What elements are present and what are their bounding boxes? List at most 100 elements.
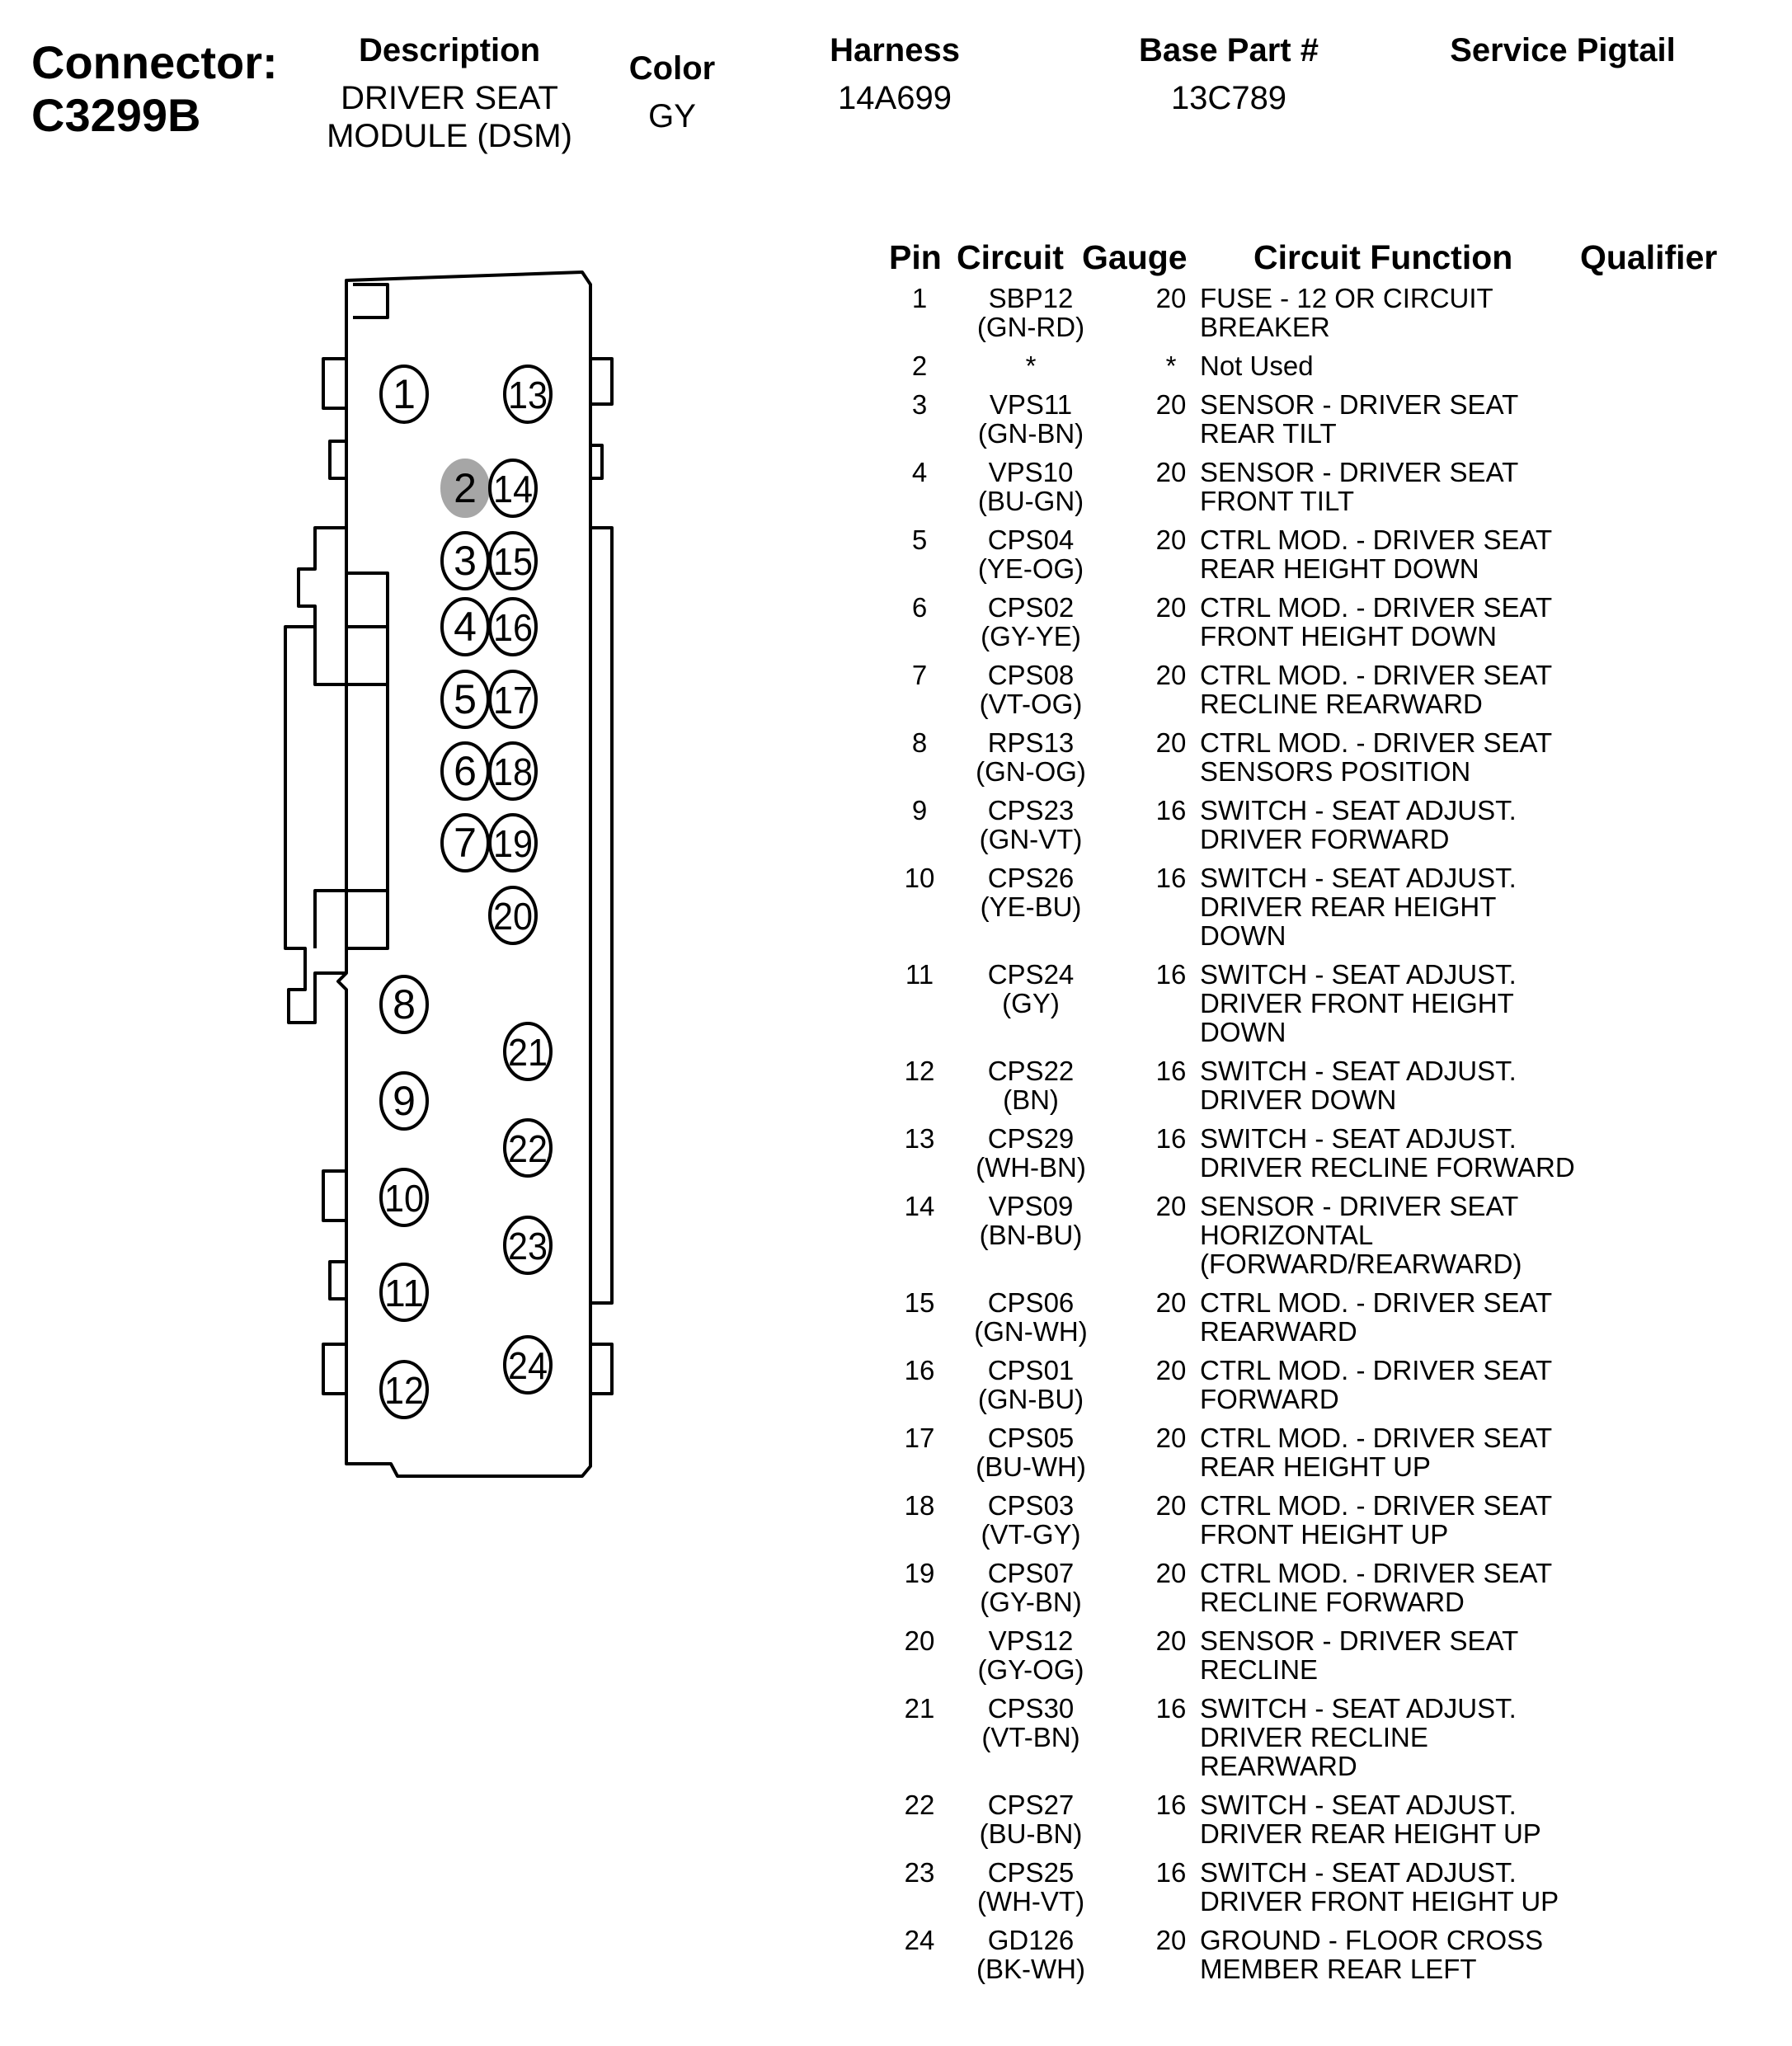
circuit-color: (GN-WH) xyxy=(974,1316,1088,1347)
pin-number: 14 xyxy=(904,1191,935,1221)
pin-label-19: 19 xyxy=(493,822,533,865)
pin-cavity-8 xyxy=(379,975,429,1034)
gauge-cell: 20 xyxy=(1155,283,1187,313)
pin-number: 1 xyxy=(911,283,928,313)
circuit-color: (GY-OG) xyxy=(977,1654,1084,1685)
function-line: SWITCH - SEAT ADJUST. xyxy=(1200,795,1517,825)
pin-label-17: 17 xyxy=(493,679,533,722)
gauge-cell: 20 xyxy=(1155,1925,1187,1955)
gauge-cell: 16 xyxy=(1155,1857,1187,1888)
pin-label-18: 18 xyxy=(493,750,533,793)
pin-number: 10 xyxy=(904,863,935,893)
pin-label-8: 8 xyxy=(393,981,416,1028)
function-line: FRONT HEIGHT UP xyxy=(1200,1519,1449,1550)
pin-number: 5 xyxy=(911,524,928,555)
pin-number: 2 xyxy=(911,350,928,381)
function-line: Not Used xyxy=(1200,350,1314,381)
pin-number: 17 xyxy=(904,1423,935,1453)
function-line: DRIVER FORWARD xyxy=(1200,824,1450,854)
circuit-code: CPS07 xyxy=(987,1558,1075,1588)
circuit-color: (GN-RD) xyxy=(976,312,1085,342)
circuit-color: (YE-OG) xyxy=(977,553,1084,584)
function-line: SWITCH - SEAT ADJUST. xyxy=(1200,959,1517,990)
circuit-code: CPS23 xyxy=(987,795,1075,825)
function-line: (FORWARD/REARWARD) xyxy=(1200,1249,1522,1279)
pin-number: 20 xyxy=(904,1625,935,1656)
function-line: SENSOR - DRIVER SEAT xyxy=(1200,457,1519,487)
function-line: DRIVER FRONT HEIGHT xyxy=(1200,988,1514,1018)
pin-label-5: 5 xyxy=(454,676,477,722)
pin-number: 3 xyxy=(911,389,928,420)
circuit-code: CPS27 xyxy=(987,1790,1075,1820)
function-line: SWITCH - SEAT ADJUST. xyxy=(1200,1790,1517,1820)
pin-label-1: 1 xyxy=(393,371,416,417)
function-line: HORIZONTAL xyxy=(1200,1220,1374,1250)
pin-label-15: 15 xyxy=(493,540,533,583)
circuit-cell: CPS04(YE-OG) xyxy=(940,525,1122,583)
circuit-cell: CPS26(YE-BU) xyxy=(940,863,1122,921)
gauge-cell: 16 xyxy=(1155,959,1187,990)
pin-cavity-19 xyxy=(488,813,538,872)
circuit-color: (GY-YE) xyxy=(981,621,1081,651)
function-line: SWITCH - SEAT ADJUST. xyxy=(1200,1693,1517,1724)
gauge-cell: 16 xyxy=(1155,1123,1187,1154)
circuit-code: CPS08 xyxy=(987,660,1075,690)
circuit-code: CPS04 xyxy=(987,524,1075,555)
pin-label-20: 20 xyxy=(493,895,533,938)
pin-cavity-9 xyxy=(379,1071,429,1131)
circuit-code: CPS26 xyxy=(987,863,1075,893)
color-label: Color xyxy=(628,50,716,87)
circuit-color: (GN-VT) xyxy=(979,824,1083,854)
function-line: FUSE - 12 OR CIRCUIT xyxy=(1200,283,1493,313)
table-row: 2**Not Used xyxy=(891,351,1773,390)
col-header-gauge: Gauge xyxy=(1082,238,1188,276)
function-cell: SWITCH - SEAT ADJUST.DRIVER RECLINE FORW… xyxy=(1200,1124,1579,1182)
gauge-cell: 20 xyxy=(1155,660,1187,690)
pin-label-10: 10 xyxy=(384,1177,424,1220)
function-cell: Not Used xyxy=(1200,351,1579,380)
gauge-cell: 16 xyxy=(1155,1790,1187,1820)
pin-label-3: 3 xyxy=(454,538,477,584)
gauge-cell: 20 xyxy=(1155,1423,1187,1453)
pin-label-21: 21 xyxy=(508,1031,548,1074)
description-label: Description xyxy=(358,32,541,68)
pin-label-23: 23 xyxy=(508,1225,548,1268)
pin-cavity-21 xyxy=(503,1022,553,1081)
gauge-cell: 20 xyxy=(1155,524,1187,555)
circuit-color: (GY-BN) xyxy=(980,1587,1082,1617)
circuit-color: (BK-WH) xyxy=(976,1954,1085,1984)
circuit-cell: GD126(BK-WH) xyxy=(940,1926,1122,1983)
pin-number: 12 xyxy=(904,1056,935,1086)
gauge-cell: 20 xyxy=(1155,1191,1187,1221)
circuit-color: (VT-BN) xyxy=(981,1722,1080,1752)
function-line: SENSORS POSITION xyxy=(1200,756,1471,787)
pin-label-24: 24 xyxy=(508,1344,548,1387)
circuit-color: (VT-OG) xyxy=(979,689,1083,719)
circuit-color: (BU-BN) xyxy=(979,1818,1083,1849)
circuit-cell: CPS25(WH-VT) xyxy=(940,1858,1122,1916)
gauge-cell: 16 xyxy=(1155,795,1187,825)
function-line: GROUND - FLOOR CROSS xyxy=(1200,1925,1544,1955)
pin-cavity-14 xyxy=(488,459,538,518)
pin-label-14: 14 xyxy=(493,468,533,510)
function-line: REAR HEIGHT DOWN xyxy=(1200,553,1479,584)
circuit-code: VPS12 xyxy=(988,1625,1074,1656)
gauge-cell: 20 xyxy=(1155,1625,1187,1656)
circuit-code: CPS24 xyxy=(987,959,1075,990)
connector-body-outline xyxy=(336,270,592,1478)
pin-cavity-17 xyxy=(488,670,538,729)
circuit-code: CPS01 xyxy=(987,1355,1075,1385)
service-pigtail-label: Service Pigtail xyxy=(1450,32,1676,68)
